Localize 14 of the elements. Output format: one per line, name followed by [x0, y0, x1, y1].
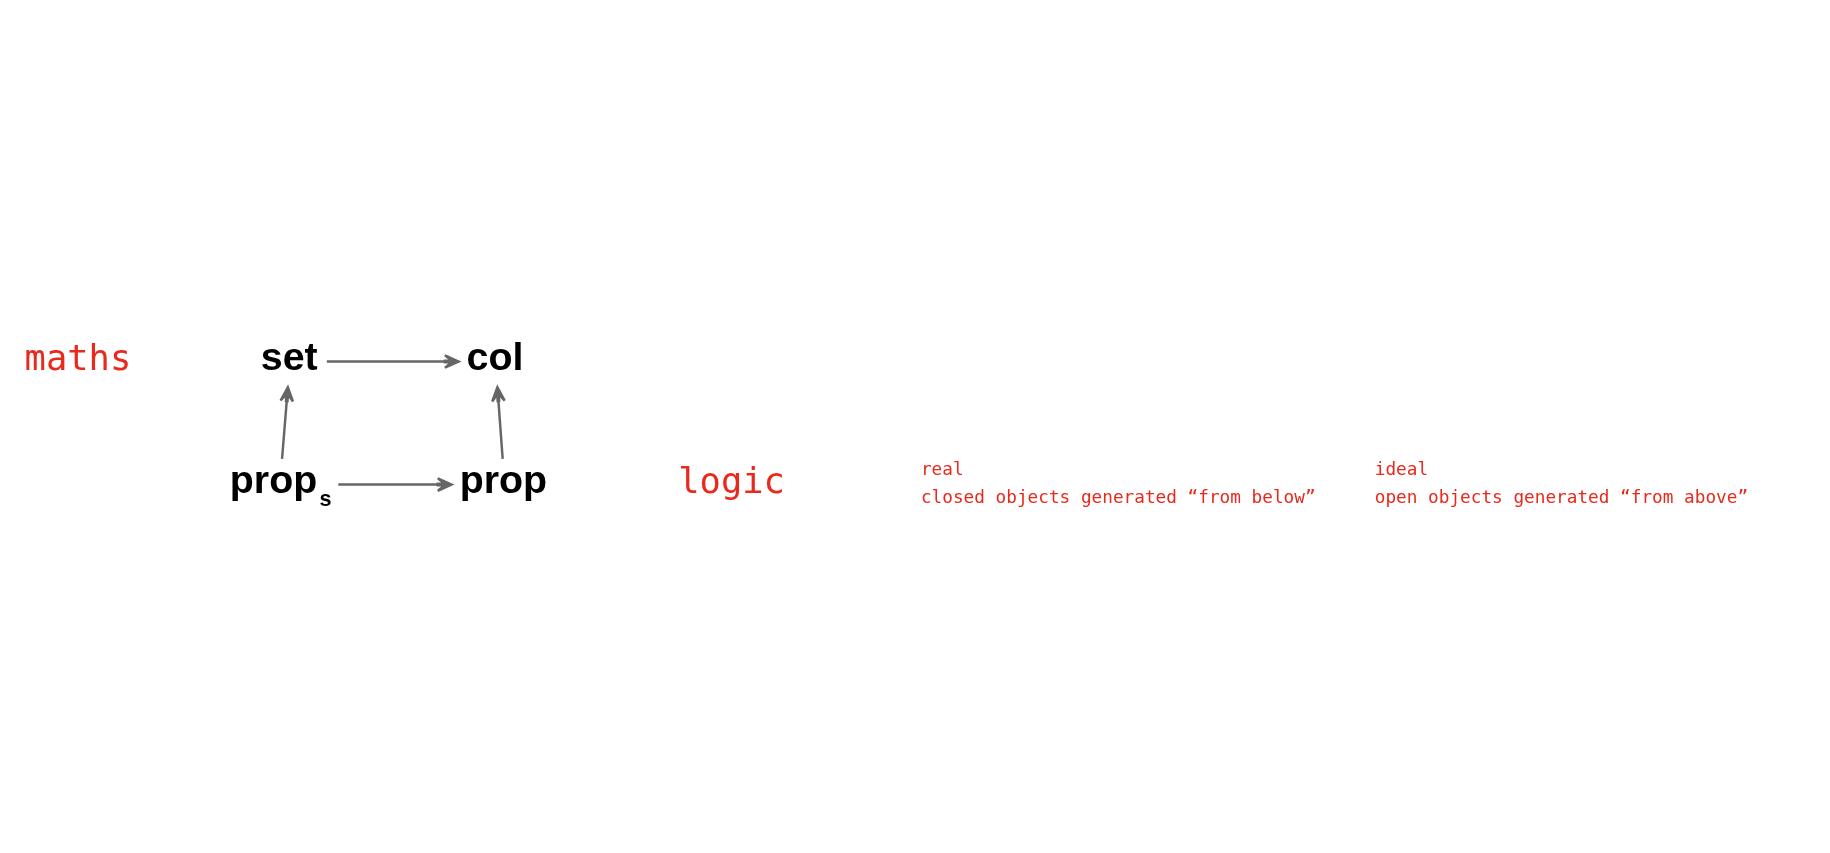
label: ideal [1374, 458, 1429, 479]
label: closed objects generated “from below” [920, 486, 1316, 507]
arrow [338, 476, 453, 492]
arrow [491, 385, 506, 459]
label: real [920, 458, 964, 479]
label: open objects generated “from above” [1374, 486, 1749, 507]
node-text: col [466, 333, 524, 378]
node-text: prop$_{s}$ [229, 456, 332, 511]
arrow [279, 385, 295, 459]
label: maths [24, 336, 132, 378]
node-text: set [260, 333, 318, 378]
label: logic [678, 459, 785, 501]
arrow [326, 353, 460, 369]
node-text: prop [459, 456, 548, 501]
